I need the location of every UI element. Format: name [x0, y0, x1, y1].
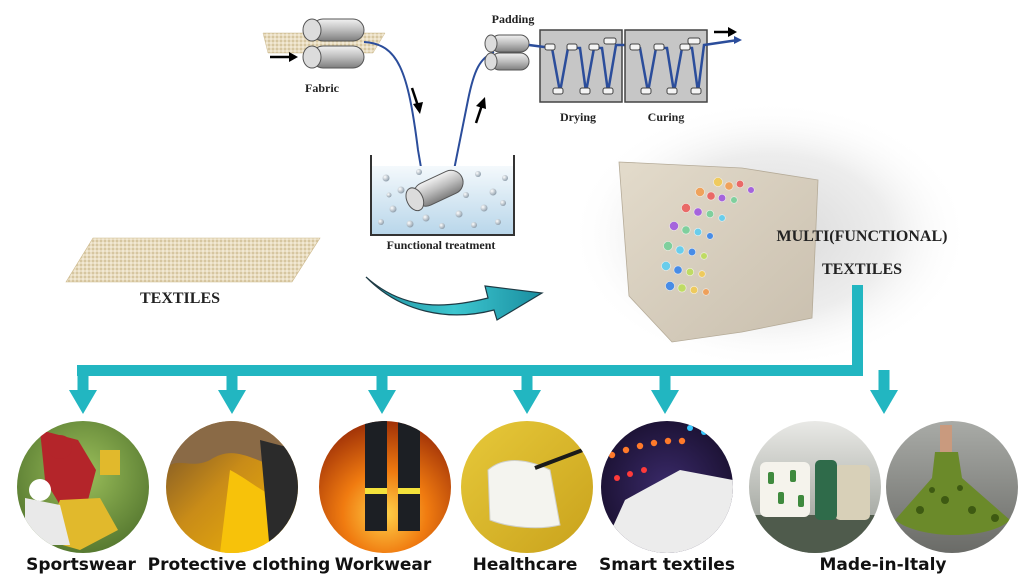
droplet: [695, 187, 705, 197]
droplet: [693, 228, 702, 237]
fabric-rolls: [302, 18, 365, 69]
arrow-head-5: [870, 390, 898, 414]
droplet: [730, 196, 738, 204]
arrow-stem-5: [878, 370, 890, 392]
droplet: [681, 225, 691, 235]
fabric-thread: [363, 41, 495, 204]
droplet: [700, 252, 708, 260]
made-in-italy-cushions-image: [749, 421, 881, 553]
distribution-arrows: [69, 370, 898, 414]
droplet: [724, 181, 734, 191]
droplet: [669, 221, 679, 231]
droplet: [665, 281, 675, 291]
arrow-stem-1: [226, 370, 238, 392]
droplet: [706, 191, 716, 201]
curing-unit: [624, 29, 742, 103]
product-label-line1: MULTI(FUNCTIONAL): [777, 228, 948, 245]
padding-rolls: [484, 34, 530, 71]
arrow-stem-3: [521, 370, 533, 392]
arrow-head-1: [218, 390, 246, 414]
arrow-head-2: [368, 390, 396, 414]
arrow-head-4: [651, 390, 679, 414]
up-arrow: [474, 97, 486, 124]
app-label-made-in-italy: Made-in-Italy: [820, 555, 947, 575]
trunk-line: [852, 285, 863, 372]
app-label-smart-textiles: Smart textiles: [599, 555, 735, 575]
distribution-tree: [77, 285, 863, 376]
droplet: [702, 288, 710, 296]
droplet: [747, 186, 755, 194]
drying-label: Drying: [560, 110, 596, 124]
arrow-stem-0: [77, 370, 89, 392]
fabric-in-arrow: [270, 52, 298, 62]
fabric-label: Fabric: [305, 81, 340, 95]
workwear-image: [319, 421, 451, 553]
horizontal-bar: [77, 365, 863, 376]
textiles-label: TEXTILES: [140, 290, 220, 307]
app-label-protective-clothing: Protective clothing: [148, 555, 331, 575]
droplet: [706, 232, 714, 240]
transform-arrow: [365, 276, 544, 321]
arrow-stem-2: [376, 370, 388, 392]
healthcare-image: [461, 421, 593, 553]
product-label-line2: TEXTILES: [822, 261, 902, 278]
arrow-head-0: [69, 390, 97, 414]
arrow-stem-4: [659, 370, 671, 392]
droplet: [681, 203, 691, 213]
droplet: [677, 283, 687, 293]
droplet: [661, 261, 671, 271]
droplet: [685, 267, 694, 276]
water-droplets: [661, 177, 755, 296]
droplet: [717, 194, 726, 203]
droplet: [693, 207, 703, 217]
droplet: [735, 180, 744, 189]
app-label-workwear: Workwear: [335, 555, 432, 575]
droplet: [675, 245, 685, 255]
functional-textile-photo: [618, 161, 819, 343]
treatment-label: Functional treatment: [387, 238, 496, 252]
down-arrow: [410, 87, 423, 114]
made-in-italy-dress-image: [886, 421, 1018, 553]
droplet: [698, 270, 706, 278]
droplet: [705, 210, 714, 219]
droplet: [663, 241, 673, 251]
sportswear-image: [17, 421, 149, 553]
output-arrow: [714, 27, 737, 37]
droplet: [687, 248, 696, 257]
smart-textiles-image: [601, 421, 733, 553]
app-label-sportswear: Sportswear: [26, 555, 136, 575]
treatment-bath: [370, 155, 515, 236]
protective-clothing-image: [166, 421, 298, 553]
padding-label: Padding: [492, 12, 535, 26]
droplet: [718, 214, 726, 222]
droplet: [713, 177, 723, 187]
app-label-healthcare: Healthcare: [473, 555, 578, 575]
drying-unit: [528, 29, 630, 103]
droplet: [689, 285, 698, 294]
droplet: [673, 265, 683, 275]
textile-swatch: [65, 237, 321, 283]
arrow-head-3: [513, 390, 541, 414]
